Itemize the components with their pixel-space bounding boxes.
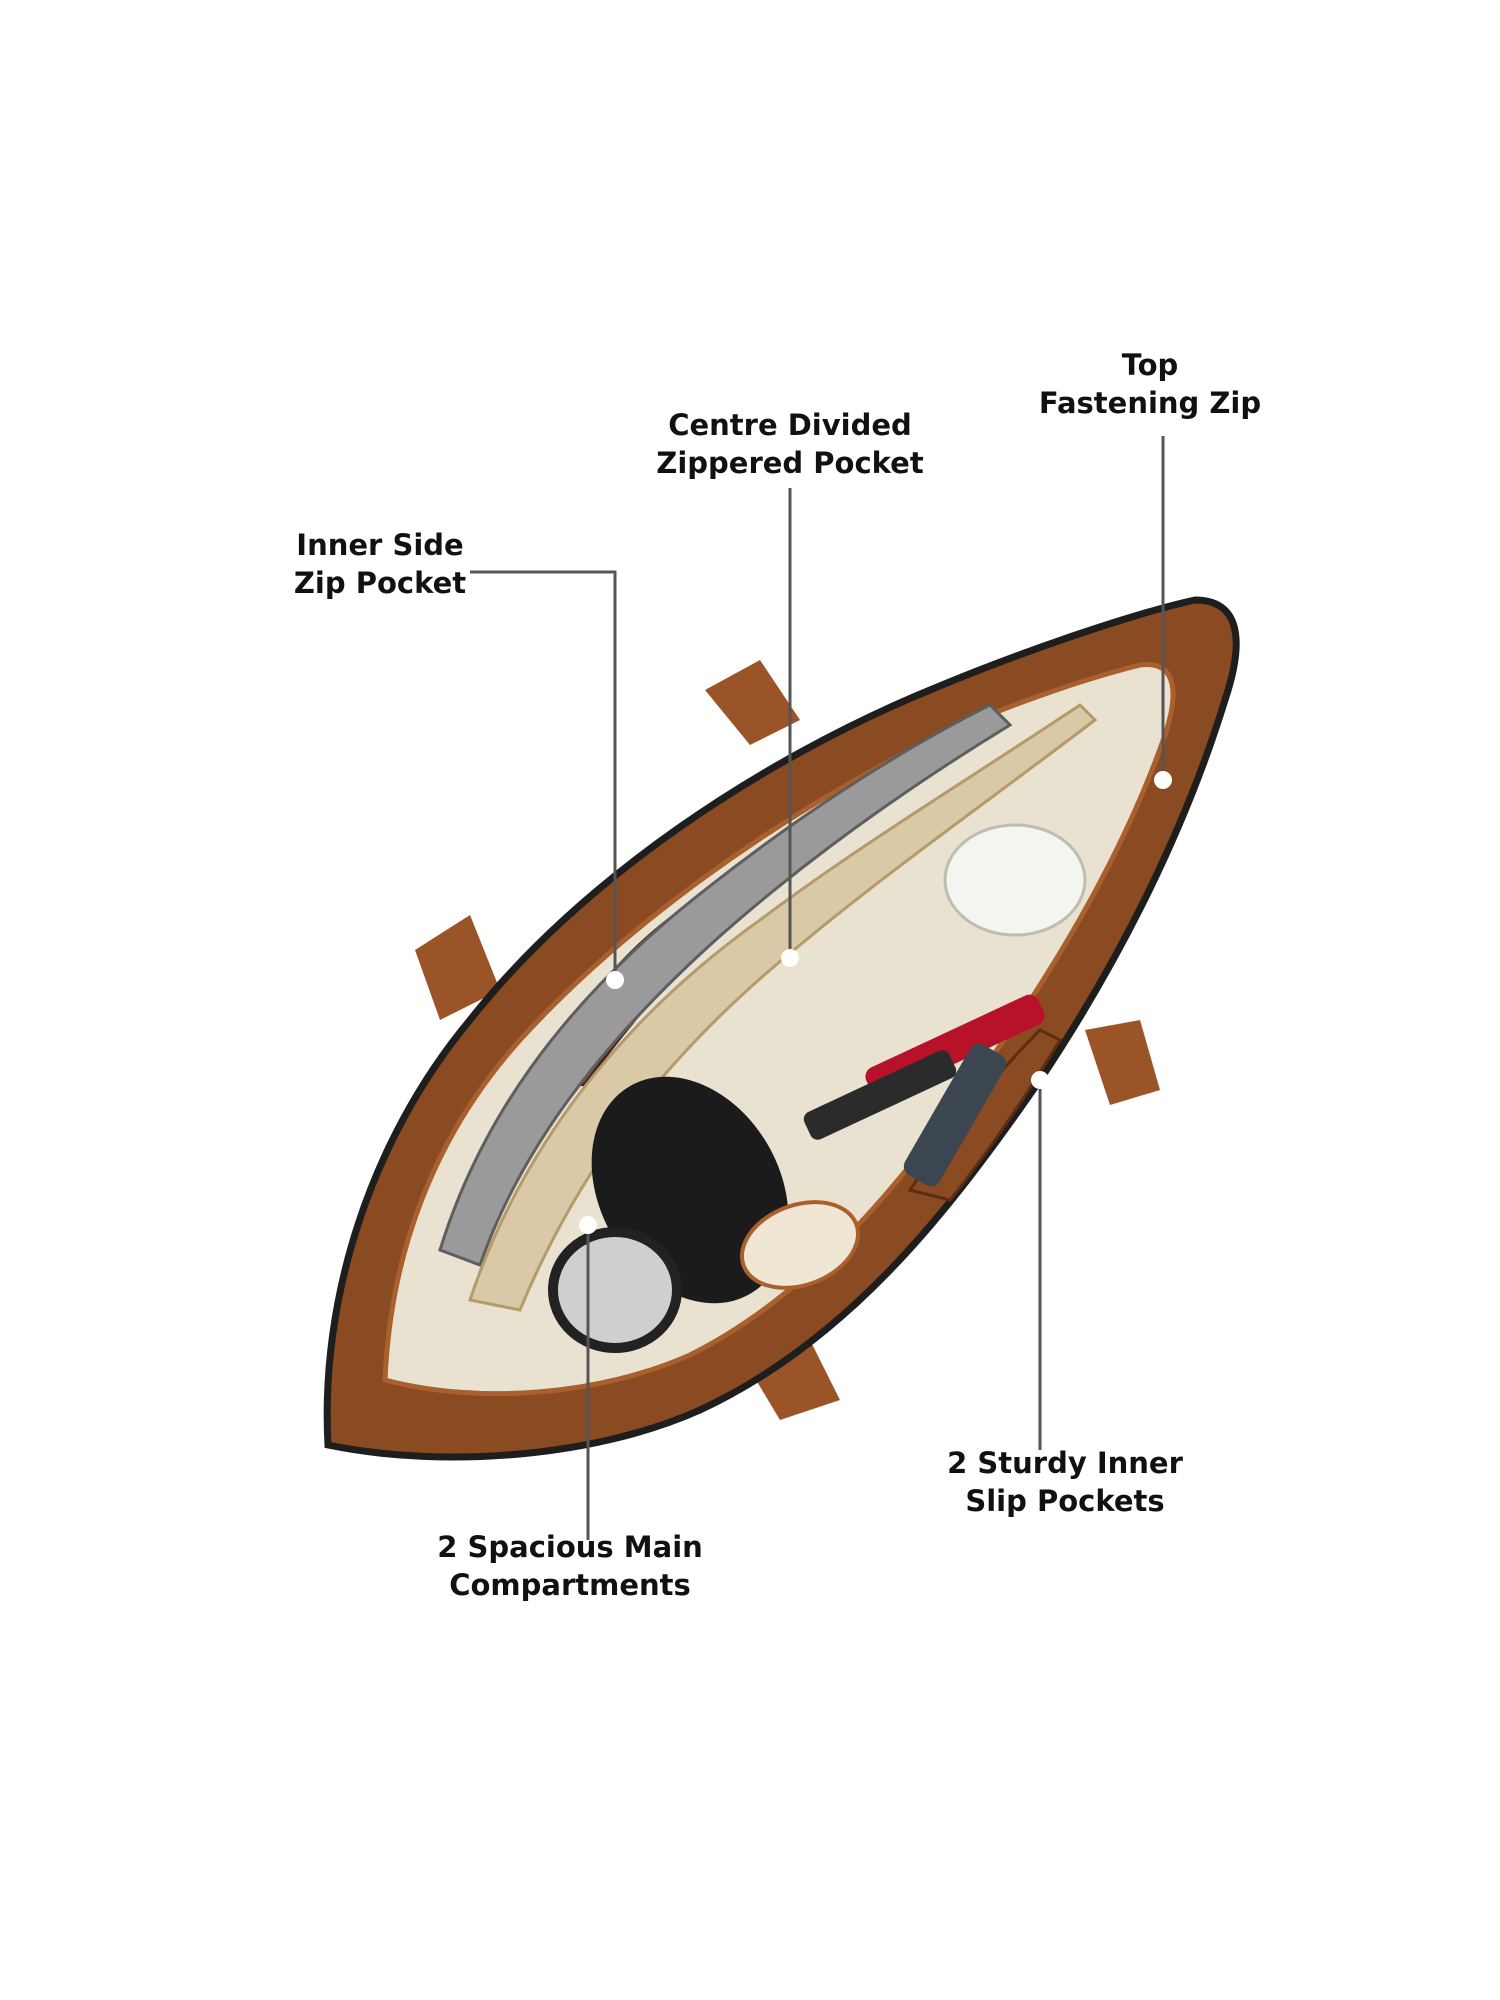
marker-side-pocket <box>606 971 624 989</box>
callout-line: Zippered Pocket <box>656 446 924 480</box>
laptop <box>438 703 1013 1267</box>
marker-slip-pockets <box>1031 1071 1049 1089</box>
callout-main-compartments: 2 Spacious Main Compartments <box>420 1528 720 1604</box>
marker-centre-pocket <box>781 949 799 967</box>
bag-handle-top <box>705 660 800 745</box>
lipstick-tube <box>803 1050 957 1140</box>
callout-top-fastening-zip: Top Fastening Zip <box>1030 346 1270 422</box>
marker-main-compartments <box>579 1216 597 1234</box>
phone <box>903 1043 1007 1187</box>
callout-line: Top <box>1121 348 1179 382</box>
callout-line: 2 Spacious Main <box>437 1530 703 1564</box>
callout-line: Slip Pockets <box>965 1484 1165 1518</box>
callout-line: Inner Side <box>296 528 464 562</box>
callout-line: Fastening Zip <box>1038 386 1262 420</box>
makeup-pouch <box>739 1200 861 1290</box>
leader-line-side-pocket <box>470 570 617 980</box>
bag-handle-right <box>1085 1020 1160 1105</box>
callout-line: Compartments <box>449 1568 691 1602</box>
callout-line: Zip Pocket <box>293 566 467 600</box>
bag-handle-left <box>415 915 500 1020</box>
callout-line: Centre Divided <box>668 408 912 442</box>
earphone-cable-bundle <box>943 823 1087 937</box>
marker-top-zip <box>1154 771 1172 789</box>
callout-inner-slip-pockets: 2 Sturdy Inner Slip Pockets <box>920 1444 1210 1520</box>
callout-inner-side-zip-pocket: Inner Side Zip Pocket <box>270 526 490 602</box>
callout-line: 2 Sturdy Inner <box>947 1446 1183 1480</box>
centre-zippered-pocket <box>468 703 1098 1312</box>
water-bottle-cap <box>548 1227 682 1353</box>
callout-centre-zippered-pocket: Centre Divided Zippered Pocket <box>640 406 940 482</box>
